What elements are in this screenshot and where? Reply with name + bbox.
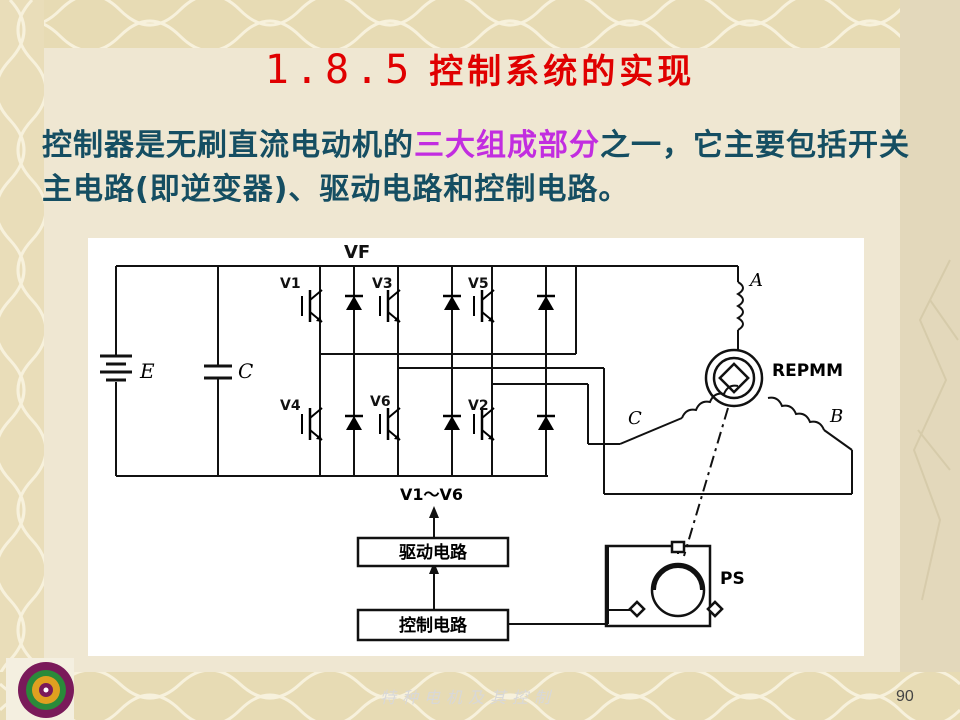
phase-label-b: B [829, 406, 843, 427]
left-border-pattern [0, 0, 44, 720]
motor-symbol [704, 348, 764, 408]
slide-title: 1.8.5 控制系统的实现 [0, 44, 960, 93]
phase-label-a: A [748, 270, 763, 291]
switch-label-v5: V5 [468, 276, 489, 292]
paragraph-text-2: 之一，它主要包括开关主电路(即逆变器)、驱动电路和控制电路。 [42, 128, 910, 207]
circuit-diagram: E C VF V1 V3 V5 [88, 238, 864, 656]
diode-3 [441, 294, 463, 312]
page-number: 90 [896, 688, 914, 705]
switch-label-v6: V6 [370, 394, 391, 410]
top-border-pattern [0, 0, 960, 48]
section-title: 控制系统的实现 [429, 52, 696, 92]
paragraph-highlight: 三大组成部分 [414, 128, 600, 163]
circuit-svg: E C VF V1 V3 V5 [100, 242, 853, 642]
diode-5 [535, 294, 557, 312]
arrow-to-bridge [429, 506, 439, 518]
diode-6 [441, 414, 463, 432]
paragraph-text-1: 控制器是无刷直流电动机的 [42, 128, 414, 163]
capacitor-label: C [238, 359, 253, 383]
switch-label-v1: V1 [280, 276, 301, 292]
drive-circuit-label: 驱动电路 [399, 542, 468, 563]
phase-label-c: C [628, 408, 642, 429]
motor-label: REPMM [772, 361, 843, 381]
body-paragraph: 控制器是无刷直流电动机的三大组成部分之一，它主要包括开关主电路(即逆变器)、驱动… [42, 124, 922, 212]
right-border-pattern [900, 0, 960, 720]
bottom-border-pattern [0, 672, 960, 720]
capacitor-symbol [204, 364, 232, 380]
section-number: 1.8.5 [264, 47, 416, 93]
vf-label: VF [344, 242, 370, 263]
source-label: E [139, 359, 155, 383]
battery-symbol [100, 354, 132, 382]
switch-label-v4: V4 [280, 398, 301, 414]
shaft-line [683, 407, 729, 557]
drive-circuit-block [356, 536, 510, 568]
footer-course-title: 特种电机及其控制 [380, 688, 557, 707]
diode-1 [343, 294, 365, 312]
diode-4 [343, 414, 365, 432]
switch-label-v2: V2 [468, 398, 489, 414]
signal-label: V1～V6 [400, 485, 463, 504]
university-logo [6, 658, 74, 720]
arrow-to-drive [429, 562, 439, 574]
sensor-label: PS [720, 569, 745, 589]
position-sensor-symbol [604, 540, 724, 628]
control-circuit-label: 控制电路 [399, 615, 468, 636]
switch-label-v3: V3 [372, 276, 393, 292]
diode-2 [535, 414, 557, 432]
